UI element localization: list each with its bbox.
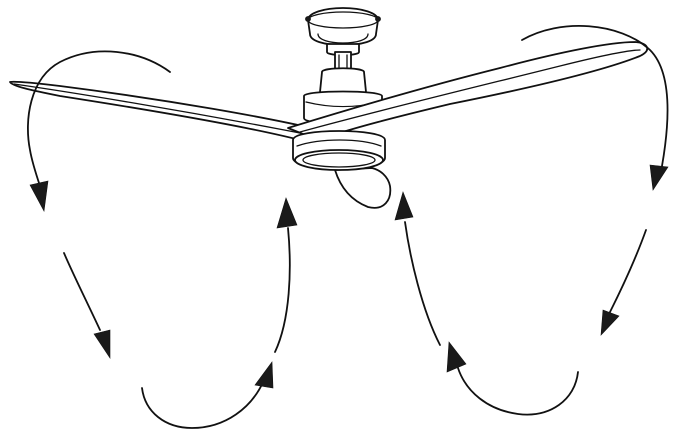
airflow-arrow-top-right xyxy=(521,25,669,191)
airflow-arrow-left-diagonal xyxy=(63,252,111,359)
airflow-arrow-bottom-left xyxy=(141,361,274,429)
ceiling-fan xyxy=(9,7,649,209)
airflow-arrows xyxy=(27,25,669,429)
fan-blade-left xyxy=(9,80,321,141)
airflow-arrow-center-left xyxy=(274,197,298,353)
fan-blade-right-edge xyxy=(299,49,641,133)
airflow-arrow-top-left xyxy=(27,50,171,212)
fan-blade-left-edge xyxy=(13,83,301,134)
fan-blade-back xyxy=(334,167,392,209)
airflow-arrow-right-diagonal xyxy=(600,229,647,336)
fan-canopy xyxy=(305,7,381,46)
fan-light-kit xyxy=(292,130,386,171)
airflow-arrow-center-right xyxy=(394,191,441,346)
airflow-arrow-bottom-right xyxy=(446,341,579,416)
